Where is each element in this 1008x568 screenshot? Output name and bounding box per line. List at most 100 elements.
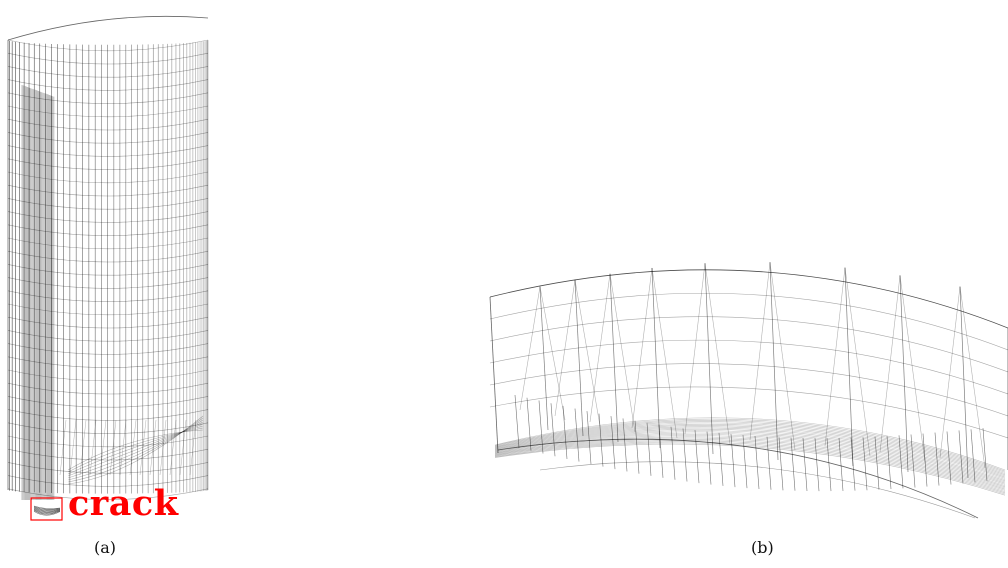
slab-crack-stroke (850, 437, 856, 491)
caption-panel-a: (a) (94, 538, 117, 557)
crack-mesh-detail (33, 506, 61, 511)
slab-tet-edge (704, 263, 731, 445)
slab-crack-stroke (682, 428, 688, 482)
mesh-ring-arc (7, 330, 209, 342)
slab-crack-band (494, 432, 1006, 485)
slab-tet-edge (651, 267, 678, 439)
mesh-radial-spoke (89, 419, 97, 476)
slab-crack-stroke (790, 437, 796, 491)
slab-outer-arc (489, 269, 1008, 329)
mesh-bottom-shell (67, 417, 204, 483)
crack-highlight-box (30, 497, 63, 521)
slab-tet-edge (939, 286, 961, 459)
mesh-ring-arc (7, 237, 209, 250)
slab-crack-stroke (862, 437, 868, 491)
slab-tet-edge (519, 286, 541, 411)
slab-crack-stroke (586, 411, 592, 465)
mesh-radial-spoke (139, 419, 147, 476)
mesh-radial-spoke (69, 419, 77, 476)
slab-crack-band (494, 442, 1006, 495)
slab-crack-stroke (970, 429, 976, 483)
slab-crack-stroke (670, 426, 676, 480)
mesh-bottom-shell (67, 415, 204, 485)
slab-radial-line (609, 273, 619, 443)
slab-radial-line (769, 262, 779, 461)
mesh-ring-arc (7, 145, 209, 157)
slab-tet-edge (574, 279, 601, 427)
slab-crack-band (494, 443, 1006, 496)
mesh-bottom-shell (67, 419, 204, 481)
slab-crack-stroke (982, 428, 988, 482)
slab-crack-stroke (754, 435, 760, 490)
slab-tet-edge (684, 263, 706, 435)
mesh-ring-arc (7, 343, 209, 355)
slab-crack-band (494, 425, 1006, 478)
slab-tet-edge (899, 275, 926, 463)
slab-inner-arc (539, 461, 976, 519)
crack-annotation-label: crack (68, 483, 179, 524)
slab-crack-band (494, 438, 1006, 491)
slab-layer-arc (489, 292, 1008, 351)
crack-mesh-detail (33, 509, 61, 514)
slab-crack-stroke (934, 432, 940, 486)
slab-radial-line (959, 286, 969, 479)
mesh-ring-arc (7, 264, 209, 276)
slab-crack-stroke (838, 437, 844, 491)
slab-crack-stroke (610, 416, 616, 470)
crack-mesh-detail (33, 511, 61, 516)
slab-crack-band (494, 441, 1006, 494)
slab-crack-band (494, 418, 1006, 472)
slab-crack-stroke (526, 397, 532, 451)
slab-tet-edge (844, 267, 871, 457)
slab-crack-stroke (874, 436, 880, 490)
mesh-ring-arc (7, 409, 209, 421)
slab-crack-stroke (718, 432, 724, 486)
crack-mesh-detail (33, 506, 61, 510)
slab-crack-band (494, 420, 1006, 473)
slab-crack-band (494, 440, 1006, 492)
slab-radial-line (899, 275, 909, 473)
slab-crack-band (494, 422, 1006, 476)
mesh-bottom-shell (67, 423, 204, 477)
mesh-ring-arc (7, 66, 209, 78)
mesh-ring-arc (7, 171, 209, 184)
slab-crack-band (494, 417, 1006, 471)
mesh-ring-arc (7, 132, 209, 144)
mesh-ring-arc (7, 356, 209, 368)
slab-crack-stroke (574, 408, 580, 462)
mesh-bottom-shell (67, 421, 204, 479)
slab-crack-band (494, 423, 1006, 477)
mesh-ring-arc (7, 211, 209, 223)
mesh-radial-spoke (159, 419, 167, 476)
mesh-ring-arc (7, 92, 209, 104)
crack-mesh-detail (33, 508, 61, 512)
slab-crack-stroke (550, 403, 556, 457)
mesh-ring-arc (7, 105, 209, 118)
mesh-radial-spoke (59, 419, 67, 476)
slab-tet-edge (589, 273, 611, 423)
slab-radial-line (539, 286, 549, 431)
mesh-top-rim (7, 15, 209, 41)
slab-tet-edge (609, 273, 636, 433)
slab-crack-stroke (658, 424, 664, 478)
mesh-ring-arc (7, 369, 209, 382)
slab-crack-stroke (646, 422, 652, 476)
mesh-ring-arc (7, 303, 209, 316)
mesh-ring-arc (7, 52, 209, 65)
mesh-ring-arc (7, 290, 209, 302)
slab-crack-stroke (694, 430, 700, 484)
slab-tet-edge (959, 286, 986, 469)
crack-mesh-detail (33, 508, 61, 513)
slab-crack-band (494, 436, 1006, 489)
slab-crack-stroke (922, 433, 928, 487)
crack-mesh-detail (33, 509, 61, 514)
mesh-ring-arc (7, 277, 209, 289)
mesh-ring-arc (7, 118, 209, 131)
mesh-ring-arc (7, 158, 209, 170)
mesh-ring-arc (7, 39, 209, 52)
slab-radial-line (574, 279, 584, 437)
slab-tet-edge (554, 279, 576, 417)
